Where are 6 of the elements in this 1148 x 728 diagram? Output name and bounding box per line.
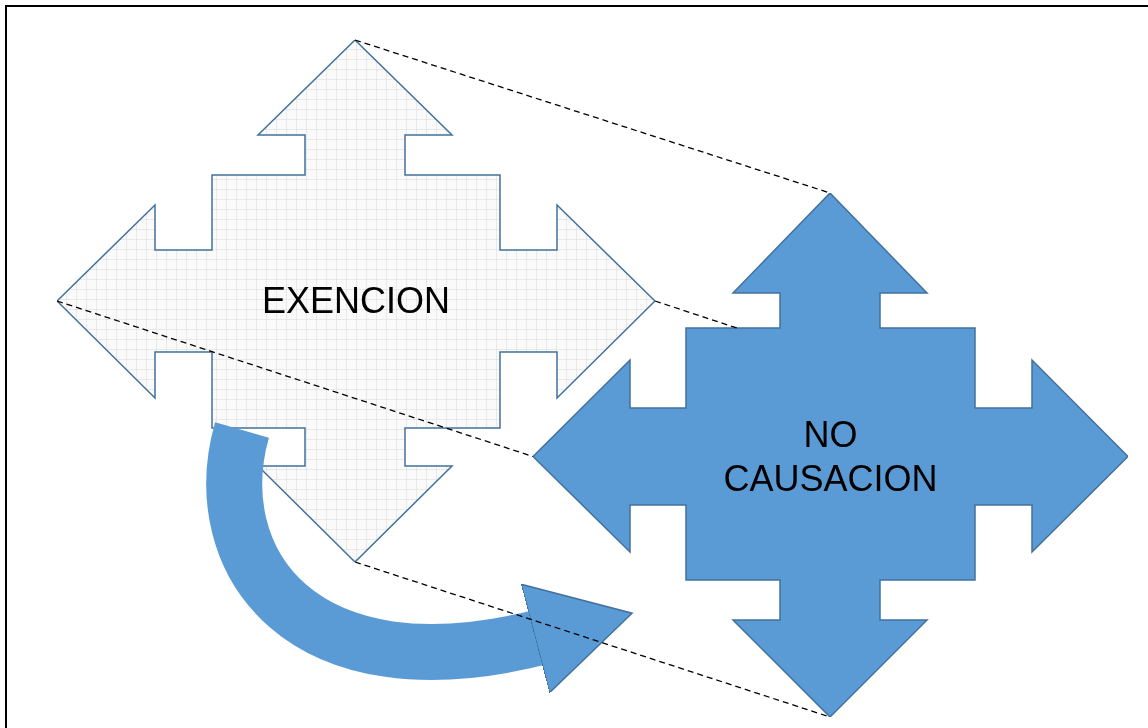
dashed-line bbox=[654, 300, 738, 329]
dashed-line bbox=[56, 300, 534, 458]
shape-label: EXENCION bbox=[260, 279, 451, 323]
four-way-arrow-shape bbox=[57, 40, 655, 562]
four-way-arrow-shape bbox=[533, 193, 1128, 717]
shape-label: NO CAUSACION bbox=[722, 412, 939, 501]
